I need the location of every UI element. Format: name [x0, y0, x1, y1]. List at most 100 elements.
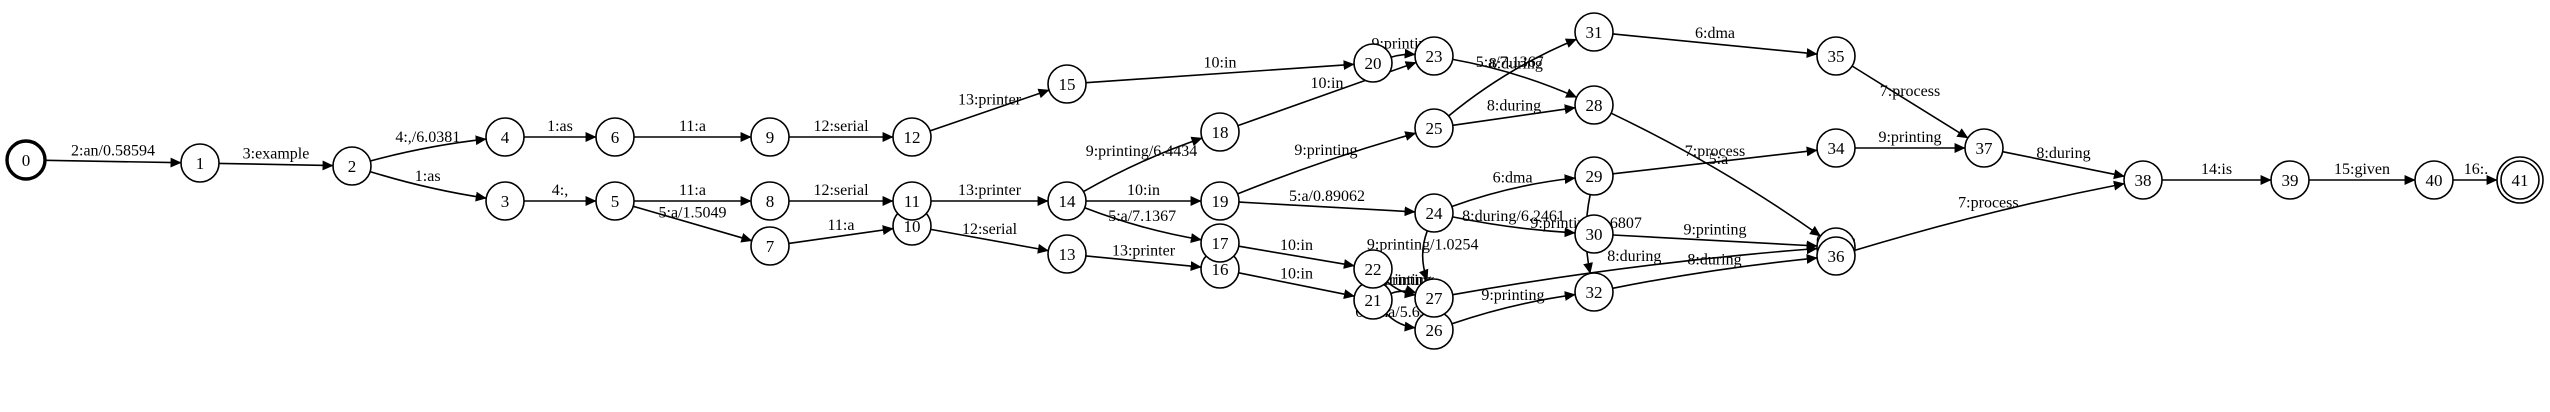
state-label-24: 24: [1426, 204, 1444, 223]
transition-arrow-16-21: [1238, 272, 1355, 299]
transition-label-7-10: 11:a: [828, 217, 855, 234]
transition-label-25-28: 8:during: [1487, 98, 1541, 115]
state-node-2: 2: [332, 146, 372, 186]
state-node-3: 3: [485, 181, 525, 221]
state-circle-39: [2270, 160, 2310, 200]
transition-arrow-19-24: [1238, 201, 1416, 217]
state-node-40: 40: [2414, 160, 2454, 200]
transition-arrow-14-17: [1084, 207, 1202, 243]
state-circle-12: [892, 117, 932, 157]
transition-label-19-24: 5:a/0.89062: [1289, 188, 1365, 205]
state-label-29: 29: [1586, 167, 1603, 186]
state-circle-34: [1816, 128, 1856, 168]
transition-arrow-21-26: [1385, 313, 1416, 332]
transition-arrow-24-30: [1452, 216, 1576, 238]
transition-label-36-38: 7:process: [1958, 195, 2018, 212]
transition-label-14-18: 9:printing/6.4434: [1086, 143, 1198, 160]
state-node-36: 36: [1816, 236, 1856, 276]
final-state-node: 41: [2496, 156, 2544, 204]
transition-label-11-14: 13:printer: [958, 182, 1022, 199]
state-label-19: 19: [1212, 192, 1229, 211]
transition-label-40-41: 16:.: [2464, 161, 2488, 178]
transition-arrow-5-7: [632, 205, 753, 243]
transition-label-19-25: 9:printing: [1294, 142, 1357, 159]
state-node-7: 7: [750, 226, 790, 266]
state-circle-0: [5, 139, 47, 181]
state-label-32: 32: [1586, 283, 1603, 302]
state-label-10: 10: [904, 217, 921, 236]
state-label-6: 6: [611, 128, 620, 147]
state-label-4: 4: [501, 128, 510, 147]
transition-arrow-30-33: [1612, 234, 1818, 251]
state-label-41: 41: [2512, 171, 2529, 190]
state-node-37: 37: [1964, 128, 2004, 168]
state-node-9: 9: [750, 117, 790, 157]
state-node-23: 23: [1414, 36, 1454, 76]
transition-label-5-8: 11:a: [679, 182, 706, 199]
transition-arrow-31-35: [1612, 33, 1818, 58]
transition-arrow-29-34: [1612, 146, 1818, 175]
transition-label-5-7: 5:a/1.5049: [659, 205, 727, 222]
transition-label-2-3: 1:as: [415, 168, 441, 185]
state-label-17: 17: [1212, 234, 1230, 253]
state-circle-28: [1574, 85, 1614, 125]
state-node-18: 18: [1200, 112, 1240, 152]
transition-arrow-18-23: [1237, 61, 1417, 127]
state-circle-36: [1816, 236, 1856, 276]
state-circle-24: [1414, 193, 1454, 233]
transition-arrow-7-10: [788, 225, 894, 245]
transition-arrow-22-27: [1386, 281, 1416, 299]
transition-label-39-40: 15:given: [2334, 161, 2390, 178]
transition-label-18-23: 10:in: [1311, 75, 1344, 92]
transition-arrow-37-38: [2002, 150, 2125, 180]
state-circle-23: [1414, 36, 1454, 76]
state-node-30: 30: [1574, 214, 1614, 254]
state-label-14: 14: [1059, 192, 1077, 211]
transition-label-37-38: 8:during: [2036, 145, 2090, 162]
state-label-38: 38: [2135, 171, 2152, 190]
state-node-13: 13: [1047, 234, 1087, 274]
transition-arrow-2-4: [370, 135, 487, 162]
state-node-22: 22: [1353, 249, 1393, 289]
transition-label-16-21: 10:in: [1280, 266, 1313, 283]
transition-arrow-25-28: [1452, 104, 1576, 127]
state-label-13: 13: [1059, 245, 1076, 264]
transition-arrow-32-36: [1612, 254, 1818, 290]
state-circle-31: [1574, 12, 1614, 52]
state-label-31: 31: [1586, 23, 1603, 42]
state-label-5: 5: [611, 192, 620, 211]
state-node-29: 29: [1574, 156, 1614, 196]
state-circle-30: [1574, 214, 1614, 254]
state-circle-32: [1574, 272, 1614, 312]
transition-label-3-5: 4:,: [552, 182, 568, 199]
state-label-27: 27: [1426, 289, 1444, 308]
state-circle-19: [1200, 181, 1240, 221]
transition-arrow-24-29: [1451, 174, 1576, 208]
state-node-39: 39: [2270, 160, 2310, 200]
transition-arrow-27-33: [1452, 244, 1818, 296]
state-label-25: 25: [1426, 119, 1443, 138]
state-label-12: 12: [904, 128, 921, 147]
state-node-35: 35: [1816, 36, 1856, 76]
transition-arrow-19-25: [1237, 131, 1417, 195]
transition-label-15-20: 10:in: [1204, 55, 1237, 72]
state-node-12: 12: [892, 117, 932, 157]
state-node-14: 14: [1047, 181, 1087, 221]
transition-label-14-17: 5:a/7.1367: [1108, 208, 1176, 225]
state-node-11: 11: [892, 181, 932, 221]
state-node-34: 34: [1816, 128, 1856, 168]
state-circle-38: [2123, 160, 2163, 200]
state-circle-20: [1353, 43, 1393, 83]
state-label-23: 23: [1426, 47, 1443, 66]
state-circle-25: [1414, 108, 1454, 148]
transition-label-12-15: 13:printer: [958, 92, 1022, 109]
state-node-15: 15: [1047, 64, 1087, 104]
state-node-19: 19: [1200, 181, 1240, 221]
transition-arrow-36-38: [1853, 180, 2125, 252]
transition-label-26-32: 9:printing: [1481, 287, 1544, 304]
transition-label-4-6: 1:as: [547, 118, 573, 135]
state-node-6: 6: [595, 117, 635, 157]
transition-arrow-28-33: [1610, 112, 1821, 237]
state-node-20: 20: [1353, 43, 1393, 83]
